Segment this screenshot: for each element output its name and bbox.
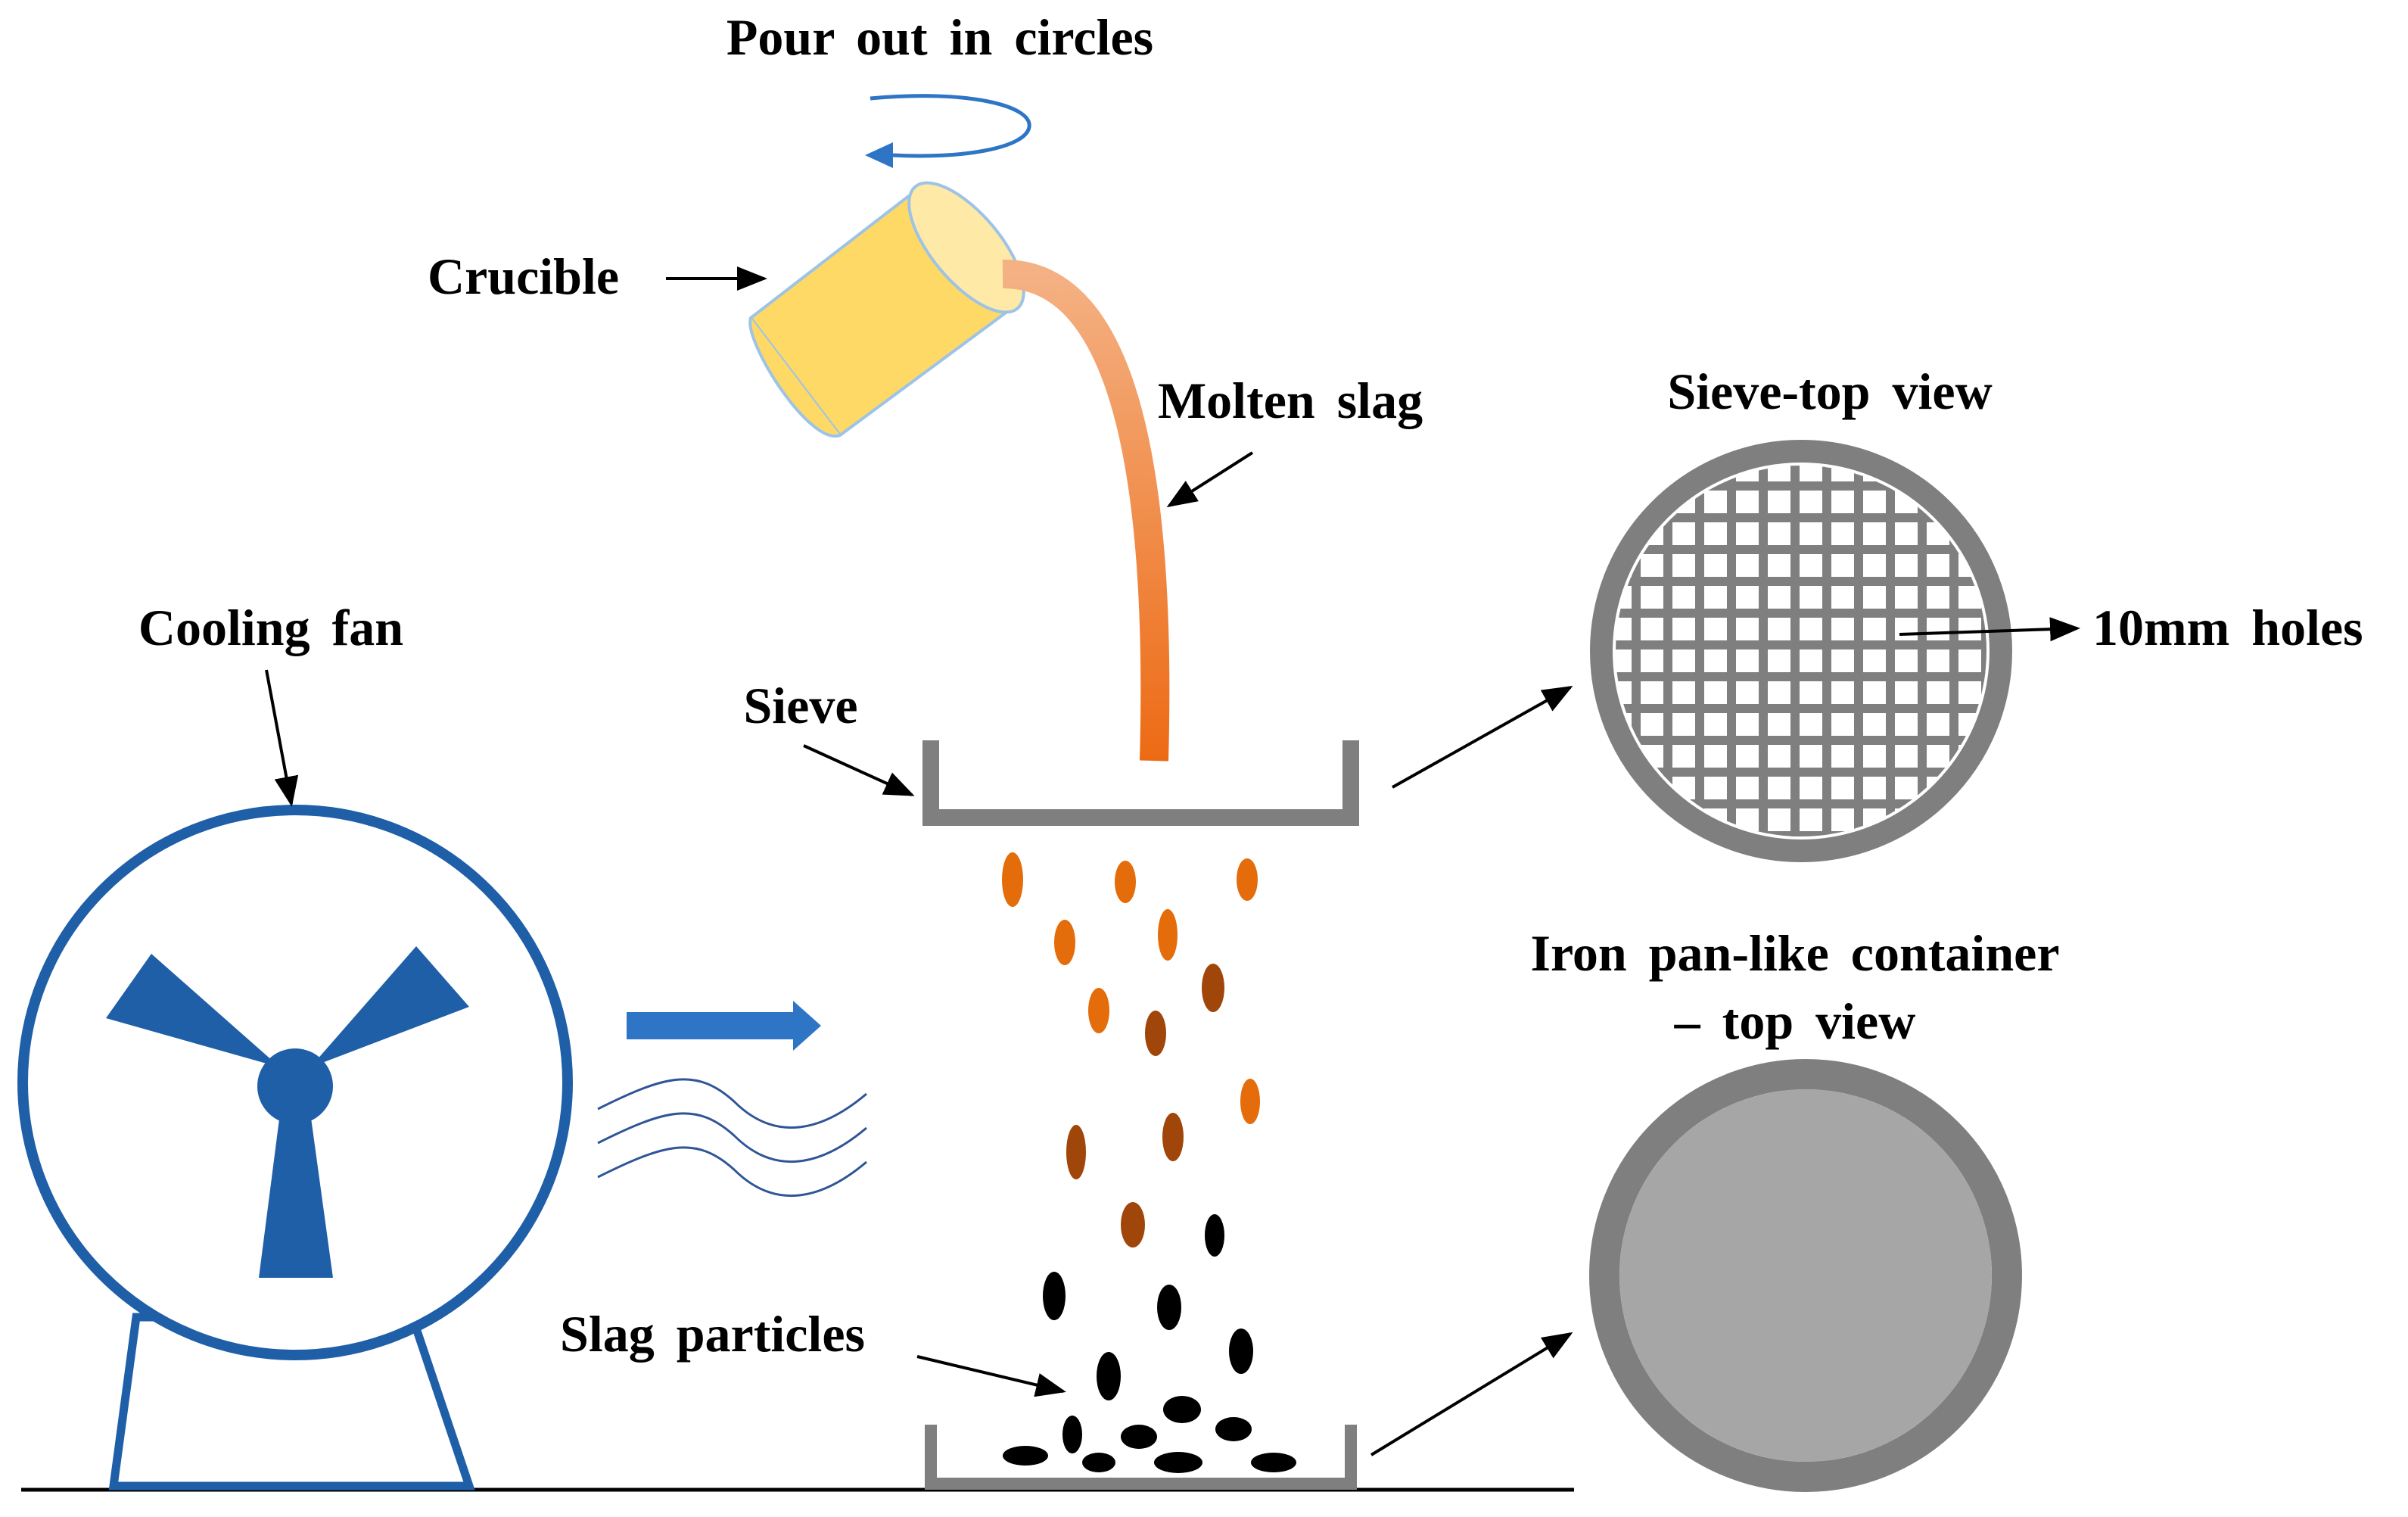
label-holes: 10mm holes	[2092, 599, 2363, 656]
fan-hub	[257, 1048, 333, 1124]
particle	[1082, 1453, 1115, 1472]
label-crucible: Crucible	[428, 248, 619, 305]
container-base	[1619, 1089, 1992, 1462]
arrow-holes	[1899, 617, 2080, 642]
crucible-bottom	[748, 317, 841, 438]
particle	[1115, 861, 1136, 903]
particle	[1158, 909, 1178, 961]
crucible-mouth	[907, 181, 1025, 314]
fan-blade-right	[310, 946, 469, 1067]
arrow-sieve-top-view	[1392, 686, 1573, 789]
molten-slag-stream	[1002, 259, 1170, 762]
particle	[1251, 1453, 1296, 1472]
label-cooling-fan: Cooling fan	[138, 599, 403, 656]
particle	[1003, 1446, 1048, 1466]
fan-blade-left	[106, 954, 280, 1067]
rotation-arrow	[865, 94, 1031, 168]
particle	[1240, 1079, 1260, 1124]
label-molten-slag: Molten slag	[1158, 372, 1423, 429]
particle	[1066, 1125, 1086, 1179]
label-container-line2: – top view	[1674, 992, 1916, 1050]
particle	[1088, 988, 1109, 1033]
sieve-rim	[1590, 440, 2012, 862]
label-pour-out: Pour out in circles	[726, 8, 1153, 66]
particle	[1202, 964, 1224, 1012]
container-top-view	[1589, 1059, 2022, 1492]
particle	[1163, 1396, 1201, 1423]
slag-particles-falling	[1002, 852, 1260, 1400]
sieve-top-view	[1590, 440, 2012, 862]
cooling-fan	[17, 805, 573, 1491]
pointer-arrows	[265, 266, 2080, 1456]
sieve-side-view	[922, 740, 1359, 826]
particle	[1002, 852, 1023, 907]
particle	[1054, 920, 1075, 965]
particle	[1043, 1272, 1066, 1320]
particle	[1097, 1352, 1121, 1400]
particle	[1205, 1214, 1224, 1257]
particle	[1121, 1425, 1157, 1449]
arrow-slag-particles	[916, 1355, 1066, 1397]
arrow-container-top-view	[1370, 1332, 1573, 1456]
particle	[1154, 1452, 1202, 1473]
label-slag-particles: Slag particles	[560, 1305, 865, 1363]
arrow-molten-slag	[1166, 451, 1254, 508]
particle	[1121, 1202, 1145, 1248]
arrow-cooling-fan	[265, 669, 299, 807]
crucible	[748, 181, 1025, 438]
wind-lines	[597, 1078, 867, 1198]
particle	[1229, 1329, 1253, 1374]
particle	[1215, 1417, 1252, 1441]
particle	[1062, 1416, 1082, 1453]
label-sieve: Sieve	[743, 677, 857, 734]
particle	[1145, 1011, 1166, 1056]
label-sieve-top-view: Sieve-top view	[1667, 363, 1992, 420]
label-container-line1: Iron pan-like container	[1530, 924, 2059, 982]
container-rim	[1589, 1059, 2022, 1492]
particle	[1162, 1113, 1184, 1161]
particle	[1157, 1285, 1181, 1330]
particle	[1237, 858, 1258, 901]
container-side-view	[925, 1425, 1357, 1490]
slag-particles-collected	[1003, 1396, 1296, 1473]
airflow-arrow	[627, 1001, 821, 1051]
arrow-sieve	[803, 744, 915, 796]
fan-blade-bottom	[259, 1101, 333, 1278]
